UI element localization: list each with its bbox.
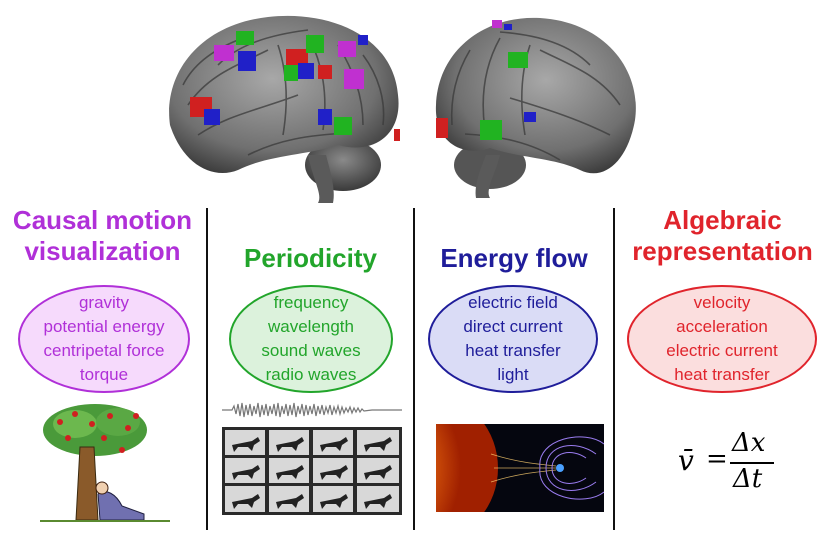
concept-item: light	[497, 365, 529, 384]
brainstem	[308, 155, 334, 203]
concept-item: acceleration	[676, 317, 768, 336]
magnetic-field-lines	[539, 436, 604, 500]
column-energy-flow: Energy flow	[415, 243, 613, 274]
concept-item: velocity	[693, 293, 751, 312]
concept-item: gravity	[78, 293, 130, 312]
brainstem	[475, 155, 500, 198]
concept-item: radio waves	[265, 365, 357, 384]
apples	[57, 411, 139, 453]
concept-item: wavelength	[267, 317, 354, 336]
activation-blobs	[436, 20, 536, 140]
column-causal-motion: Causal motion visualization	[0, 205, 205, 267]
person-head	[95, 481, 109, 495]
concept-item: direct current	[463, 317, 563, 336]
formula-denominator: Δt	[733, 464, 763, 494]
column-title: Energy flow	[415, 243, 613, 274]
concept-item: frequency	[273, 293, 349, 312]
sun	[436, 424, 498, 512]
cortex	[435, 17, 636, 174]
column-title: Algebraic representation	[615, 205, 830, 267]
column-algebraic-representation: Algebraic representation	[615, 205, 830, 267]
concept-item: centripetal force	[43, 341, 165, 360]
velocity-formula: v̄ = Δx Δt	[672, 426, 792, 496]
right-hemisphere-brain-image	[435, 17, 636, 198]
tree-trunk	[75, 446, 99, 521]
concept-oval-algebraic: velocity acceleration electric current h…	[627, 285, 817, 393]
apple-tree-illustration	[40, 404, 170, 522]
horse-frame-grid	[225, 430, 399, 512]
fraction-bar	[730, 462, 774, 464]
tree-canopy	[53, 410, 97, 438]
formula-numerator: Δx	[732, 428, 766, 458]
title-line: Energy flow	[440, 243, 588, 273]
column-divider	[206, 208, 208, 530]
title-line: Causal motion	[12, 205, 193, 235]
concept-item: torque	[79, 365, 129, 384]
column-title: Causal motion visualization	[0, 205, 205, 267]
activation-blobs	[190, 31, 400, 141]
formula-lhs: v̄	[678, 444, 694, 477]
concept-item: electric current	[666, 341, 778, 360]
column-divider	[613, 208, 615, 530]
left-hemisphere-brain-image	[169, 15, 400, 203]
column-title: Periodicity	[208, 243, 413, 274]
concept-oval-periodicity: frequency wavelength sound waves radio w…	[229, 285, 393, 393]
sun-magnetosphere-illustration	[436, 424, 604, 512]
title-line: visualization	[24, 236, 181, 266]
title-line: Algebraic	[663, 205, 782, 235]
concept-item: heat transfer	[674, 365, 770, 384]
sulci	[450, 31, 621, 161]
concept-oval-causal-motion: gravity potential energy centripetal for…	[18, 285, 190, 393]
concept-oval-energy-flow: electric field direct current heat trans…	[428, 285, 598, 393]
earth	[556, 464, 564, 472]
concept-item: heat transfer	[465, 341, 561, 360]
concept-item: potential energy	[43, 317, 165, 336]
column-periodicity: Periodicity	[208, 243, 413, 274]
formula-equals: =	[706, 444, 728, 474]
person-figure	[97, 491, 145, 521]
title-line: Periodicity	[244, 243, 377, 273]
title-line: representation	[632, 236, 813, 266]
concept-item: sound waves	[261, 341, 361, 360]
horse-motion-frames	[222, 427, 402, 515]
column-divider	[413, 208, 415, 530]
tree-canopy	[96, 408, 140, 436]
concept-item: electric field	[468, 293, 558, 312]
sound-waveform	[222, 402, 402, 418]
